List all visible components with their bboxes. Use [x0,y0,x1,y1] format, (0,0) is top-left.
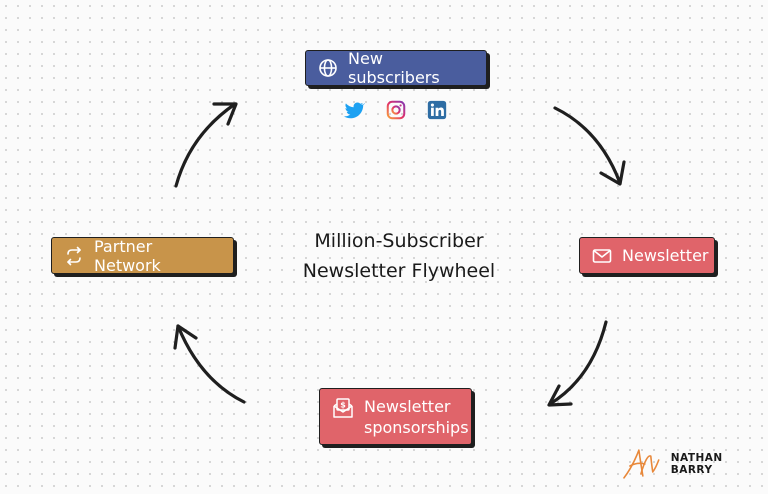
arrow-bottom-left-head [173,324,198,350]
arrow-top-left-head [212,102,238,126]
arrow-bottom-right [548,320,608,406]
nathan-barry-logo-icon [623,449,660,479]
node-partner-network: Partner Network [51,236,234,275]
node-newsletter: Newsletter [579,237,715,274]
node-partner-network-label: Partner Network [94,236,161,275]
node-sponsorships-label: Newsletter sponsorships [364,396,469,438]
arrow-bottom-left [176,324,246,404]
node-sponsorships-line1: Newsletter [364,396,451,416]
instagram-icon [386,100,406,120]
node-newsletter-sponsorships: $ Newsletter sponsorships [319,388,472,445]
flywheel-title-line2: Newsletter Flywheel [302,260,496,282]
arrow-top-right [553,106,622,185]
node-new-subscribers: New subscribers [305,49,487,87]
arrow-bottom-right-head [547,384,573,407]
svg-text:$: $ [340,401,346,410]
arrow-top-left [174,102,237,188]
arrow-top-right-head [599,160,626,186]
money-envelope-icon: $ [333,398,353,418]
flywheel-title-line1: Million-Subscriber [314,230,484,252]
flywheel-title: Million-Subscriber Newsletter Flywheel [274,226,524,286]
globe-icon [319,59,337,77]
linkedin-icon [427,100,447,120]
brand: NATHAN BARRY [621,446,768,482]
node-new-subscribers-label: New subscribers [348,49,440,87]
envelope-icon [592,248,612,263]
refresh-icon [67,246,81,265]
twitter-icon [343,102,365,119]
node-newsletter-label: Newsletter [622,246,709,265]
node-sponsorships-line2: sponsorships [364,417,469,437]
brand-name: NATHAN BARRY [670,452,723,476]
